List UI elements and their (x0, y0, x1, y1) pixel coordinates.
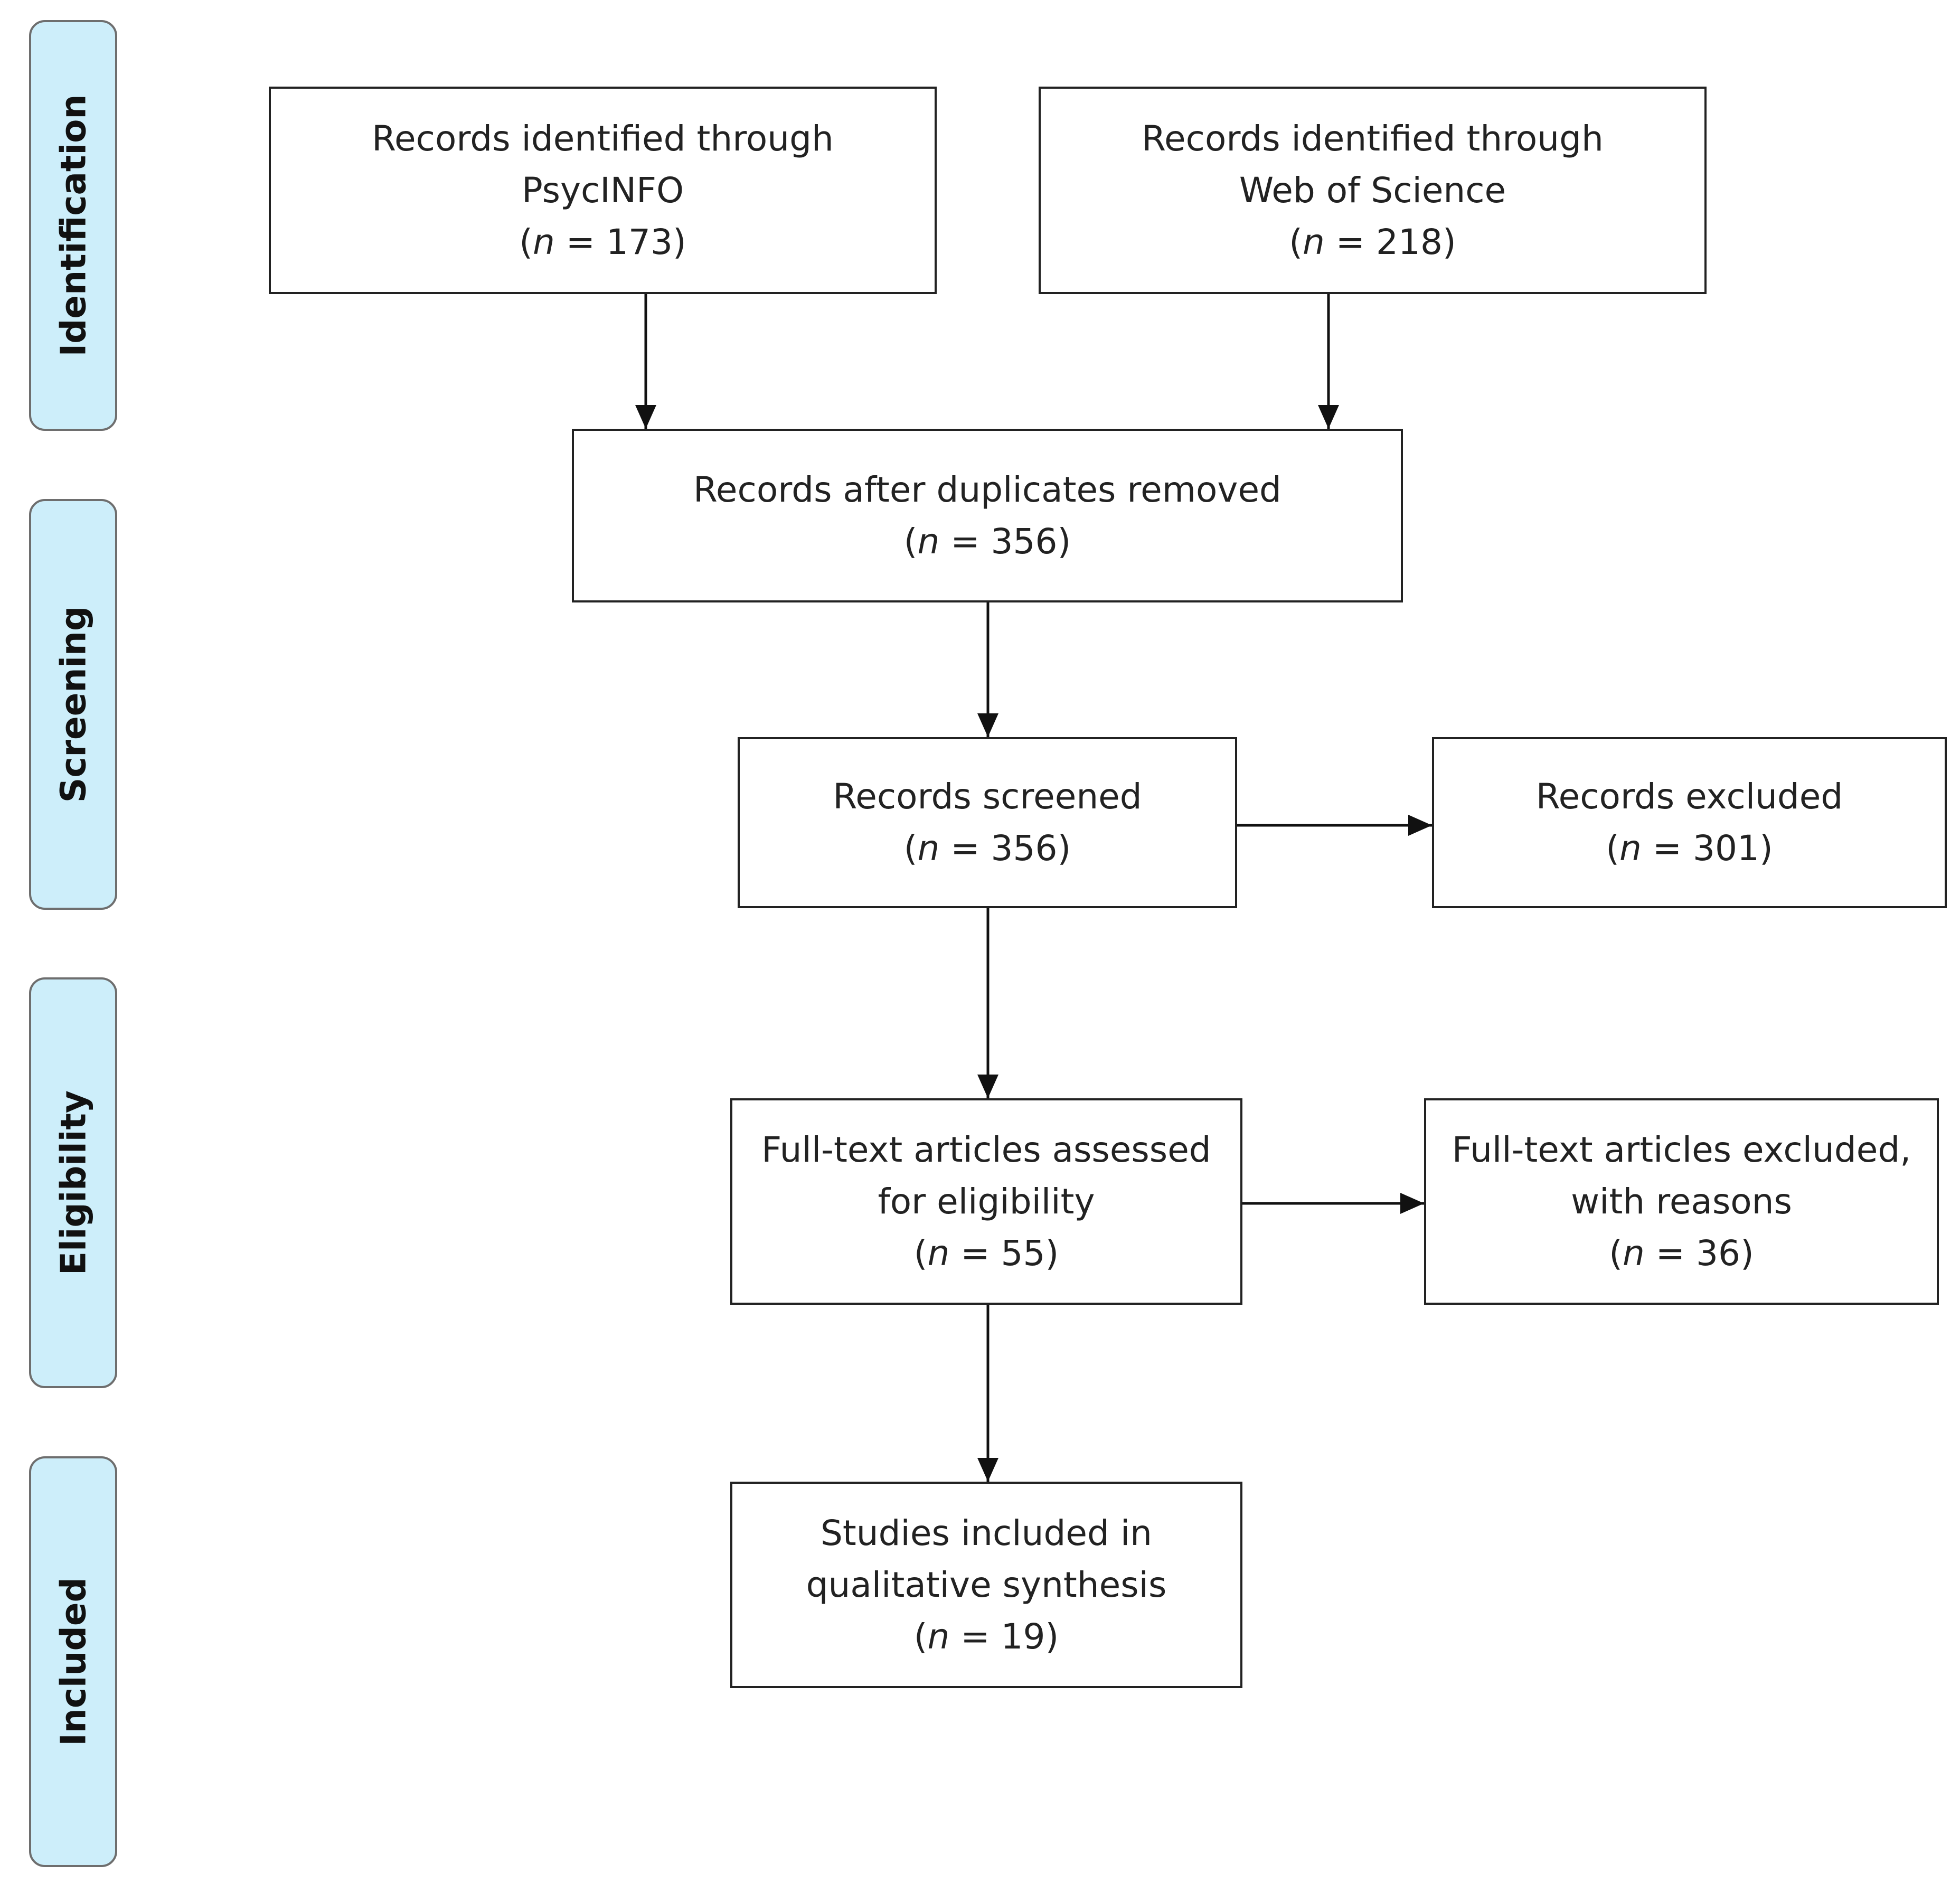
box-fulltext-excluded-line-1: Full-text articles excluded, (1452, 1129, 1911, 1170)
arrowhead-wos (1318, 405, 1339, 429)
box-screened-line-1: Records screened (833, 776, 1142, 817)
arrowhead-fulltext-excluded (1400, 1193, 1424, 1214)
box-psycinfo-line-1: Records identified through (372, 118, 834, 159)
box-psycinfo: Records identified through PsycINFO (n =… (269, 87, 937, 294)
box-included-count: (n = 19) (913, 1616, 1059, 1657)
box-fulltext-line-1: Full-text articles assessed (761, 1129, 1211, 1170)
stage-screening: Screening (29, 499, 117, 910)
box-included-line-1: Studies included in (821, 1512, 1152, 1553)
arrowhead-included (977, 1458, 998, 1482)
box-duplicates-count: (n = 356) (903, 521, 1071, 562)
box-fulltext-excluded-count: (n = 36) (1609, 1232, 1754, 1274)
box-fulltext-excluded-line-2: with reasons (1571, 1181, 1792, 1222)
box-wos-count: (n = 218) (1289, 221, 1456, 262)
box-wos-line-1: Records identified through (1142, 118, 1604, 159)
box-included-line-2: qualitative synthesis (806, 1564, 1167, 1605)
box-psycinfo-count: (n = 173) (519, 221, 686, 262)
stage-identification: Identification (29, 20, 117, 431)
box-duplicates-line-1: Records after duplicates removed (693, 469, 1281, 510)
box-excluded: Records excluded (n = 301) (1432, 737, 1947, 908)
box-wos-line-2: Web of Science (1239, 169, 1506, 211)
stage-eligibility: Eligibility (29, 977, 117, 1388)
box-fulltext-line-2: for eligibility (878, 1181, 1095, 1222)
box-duplicates: Records after duplicates removed (n = 35… (572, 429, 1403, 602)
arrowhead-screened-fulltext (977, 1075, 998, 1098)
box-excluded-line-1: Records excluded (1535, 776, 1843, 817)
box-included: Studies included in qualitative synthesi… (730, 1482, 1242, 1688)
box-wos: Records identified through Web of Scienc… (1039, 87, 1707, 294)
arrowhead-duplicates (977, 713, 998, 737)
stage-included: Included (29, 1456, 117, 1867)
box-fulltext-excluded: Full-text articles excluded, with reason… (1424, 1098, 1939, 1305)
arrowhead-psycinfo (635, 405, 656, 429)
box-screened: Records screened (n = 356) (738, 737, 1237, 908)
box-fulltext: Full-text articles assessed for eligibil… (730, 1098, 1242, 1305)
box-psycinfo-line-2: PsycINFO (521, 169, 684, 211)
box-screened-count: (n = 356) (903, 828, 1071, 869)
box-excluded-count: (n = 301) (1606, 828, 1773, 869)
arrowhead-screened-excluded (1408, 815, 1432, 836)
box-fulltext-count: (n = 55) (913, 1232, 1059, 1274)
